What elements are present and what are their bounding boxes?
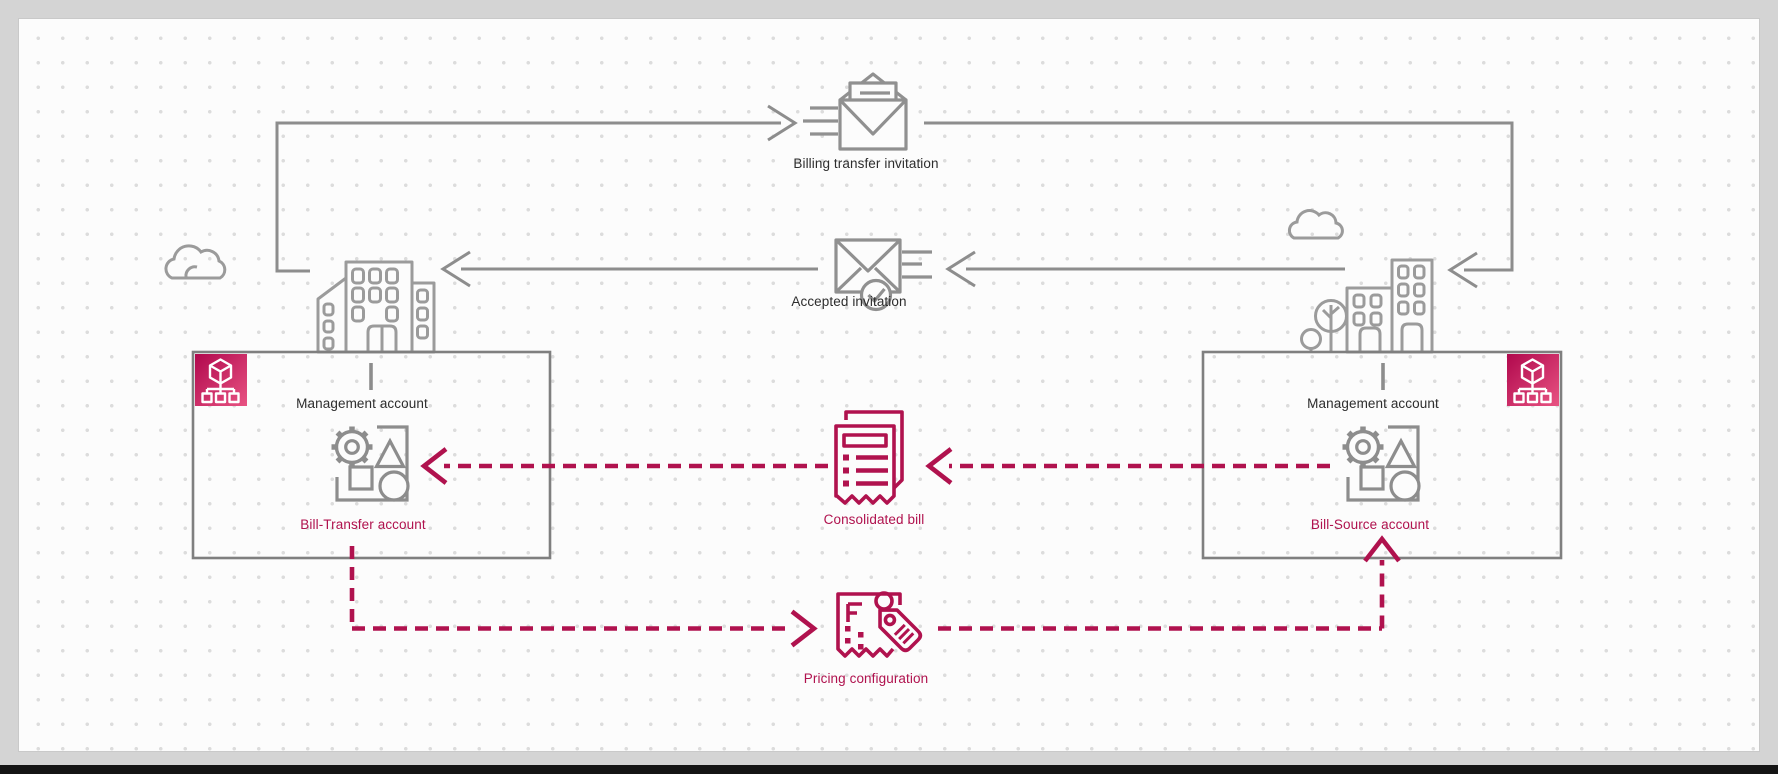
billing-transfer-invitation-label: Billing transfer invitation [793, 156, 939, 171]
bill-transfer-account-label: Bill-Transfer account [300, 517, 426, 532]
bottom-edge-bar [0, 765, 1778, 774]
right-management-account-label: Management account [1307, 396, 1439, 411]
aws-organizations-icon [195, 354, 247, 406]
billing-invitation-flow-line [275, 104, 1514, 289]
arrow-left-icon [945, 250, 976, 288]
pricing-configuration-flow-line [349, 535, 1401, 648]
arrow-right-icon [767, 104, 798, 142]
consolidated-bill-flow-line [420, 447, 1330, 485]
right-management-account-box [1201, 350, 1563, 560]
arrow-left-icon [440, 250, 471, 288]
left-management-account-label: Management account [296, 396, 428, 411]
arrow-left-icon [925, 447, 953, 485]
accepted-invitation-flow-line [440, 250, 1345, 288]
account-resources-icon [332, 427, 409, 501]
account-resources-icon [1343, 427, 1420, 501]
arrow-right-icon [790, 609, 818, 648]
consolidated-bill-label: Consolidated bill [823, 512, 925, 527]
envelope-check-icon [834, 238, 932, 312]
arrow-left-icon [420, 447, 448, 485]
bill-source-account-label: Bill-Source account [1310, 517, 1430, 532]
arrow-left-icon [1447, 251, 1478, 289]
accepted-invitation-label: Accepted invitation [791, 294, 907, 309]
arrow-up-icon [1363, 535, 1401, 563]
cloud-icon [164, 244, 227, 280]
office-building-icon [1300, 258, 1434, 354]
receipt-icon [834, 410, 904, 505]
price-tag-receipt-icon [836, 591, 923, 658]
pricing-configuration-label: Pricing configuration [803, 671, 929, 686]
office-building-icon [316, 260, 436, 354]
aws-organizations-icon [1507, 354, 1559, 406]
left-management-account-box [191, 350, 552, 560]
cloud-icon [1287, 209, 1344, 240]
open-envelope-icon [803, 72, 908, 151]
check-icon [867, 287, 886, 303]
